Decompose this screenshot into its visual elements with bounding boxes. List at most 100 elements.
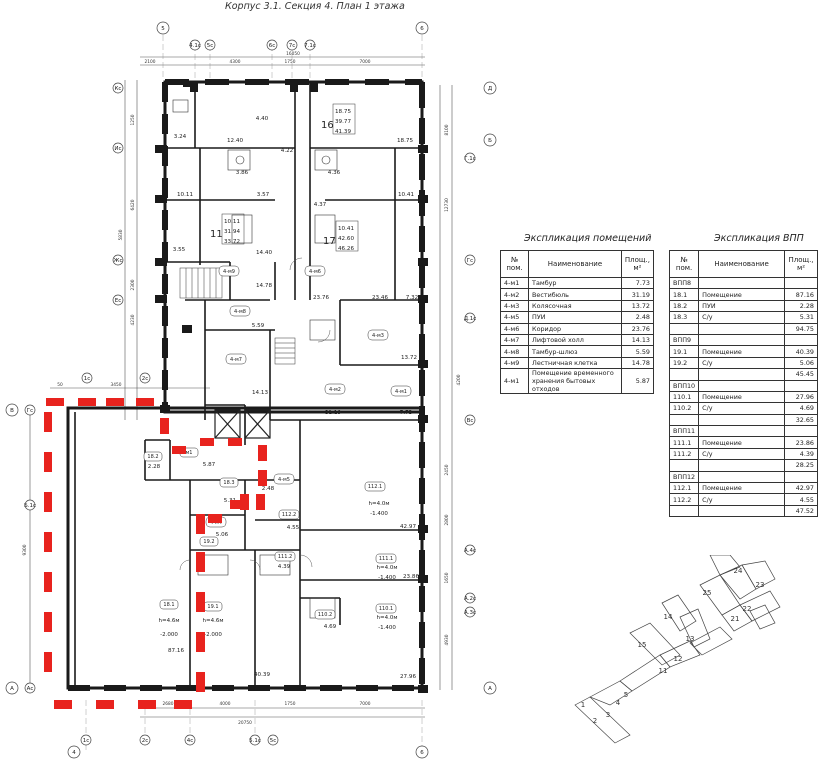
room-tags: 4-м9 4-м6 4-м8 4-м3 4-м7 4-м2 4-м1 4-м5 … xyxy=(143,265,412,620)
svg-text:h=4.0м: h=4.0м xyxy=(369,501,390,507)
group-row: ВПП9 xyxy=(668,333,818,347)
svg-text:А.3с: А.3с xyxy=(464,610,476,616)
svg-text:23.86: 23.86 xyxy=(403,574,419,580)
svg-text:9300: 9300 xyxy=(22,544,28,555)
svg-text:4000: 4000 xyxy=(220,701,231,707)
svg-text:5.59: 5.59 xyxy=(252,323,265,329)
svg-text:42.60: 42.60 xyxy=(338,236,354,242)
svg-text:3450: 3450 xyxy=(111,382,122,388)
svg-text:Вс: Вс xyxy=(467,418,474,424)
rooms-table-title: Экспликация помещений xyxy=(524,233,652,244)
svg-text:4.1с: 4.1с xyxy=(189,43,201,49)
svg-text:4-м9: 4-м9 xyxy=(223,269,235,275)
svg-text:11: 11 xyxy=(210,229,223,240)
svg-text:21: 21 xyxy=(731,615,740,623)
svg-text:41.39: 41.39 xyxy=(335,129,351,135)
svg-text:23.46: 23.46 xyxy=(372,295,388,301)
svg-text:5.87: 5.87 xyxy=(203,462,216,468)
svg-text:16: 16 xyxy=(321,120,334,131)
grid-axes xyxy=(85,35,423,750)
svg-text:20750: 20750 xyxy=(238,720,252,726)
svg-text:12: 12 xyxy=(674,655,683,663)
svg-text:4.40: 4.40 xyxy=(256,116,269,122)
svg-text:м1: м1 xyxy=(186,450,193,456)
svg-text:4930: 4930 xyxy=(444,634,450,645)
svg-text:4: 4 xyxy=(616,699,621,707)
svg-text:50: 50 xyxy=(57,382,63,388)
svg-text:4.37: 4.37 xyxy=(314,202,327,208)
lift-shafts xyxy=(214,409,271,439)
svg-text:4-м8: 4-м8 xyxy=(234,309,246,315)
group-row: ВПП10 xyxy=(668,379,818,392)
svg-text:h=4.0м: h=4.0м xyxy=(377,615,398,621)
svg-text:1с: 1с xyxy=(84,376,91,382)
svg-text:19.2: 19.2 xyxy=(203,539,214,545)
svg-text:7000: 7000 xyxy=(360,59,371,65)
svg-text:3: 3 xyxy=(606,711,610,719)
col-header: Наименование xyxy=(528,250,622,278)
svg-text:33.72: 33.72 xyxy=(224,239,240,245)
svg-text:24: 24 xyxy=(734,567,743,575)
svg-text:1750: 1750 xyxy=(285,59,296,65)
total-row: 45.45 xyxy=(668,368,818,381)
svg-text:12.40: 12.40 xyxy=(227,138,243,144)
svg-text:А.4с: А.4с xyxy=(464,548,476,554)
svg-text:4200: 4200 xyxy=(456,374,462,385)
svg-text:-1.400: -1.400 xyxy=(370,511,388,517)
svg-text:Кс: Кс xyxy=(115,86,122,92)
svg-text:19.1: 19.1 xyxy=(207,604,218,610)
svg-text:7с: 7с xyxy=(289,43,296,49)
page-title: Корпус 3.1. Секция 4. План 1 этажа xyxy=(225,1,405,12)
svg-text:10.41: 10.41 xyxy=(398,192,414,198)
svg-text:112.2: 112.2 xyxy=(282,512,296,518)
svg-text:-2.000: -2.000 xyxy=(160,632,178,638)
svg-text:4-м6: 4-м6 xyxy=(309,269,321,275)
svg-text:4-м1: 4-м1 xyxy=(395,389,407,395)
svg-text:7.1с: 7.1с xyxy=(304,43,316,49)
svg-text:18.3: 18.3 xyxy=(223,480,234,486)
svg-text:7000: 7000 xyxy=(360,701,371,707)
total-row: 32.65 xyxy=(668,413,818,427)
svg-text:27.96: 27.96 xyxy=(400,674,416,680)
svg-text:13: 13 xyxy=(686,635,695,643)
svg-text:2100: 2100 xyxy=(145,59,156,65)
svg-text:111.2: 111.2 xyxy=(278,554,292,560)
svg-text:4: 4 xyxy=(72,750,76,756)
dimension-text: 2100 4300 1750 7000 16050 2680 4000 1750… xyxy=(22,51,462,726)
svg-text:6: 6 xyxy=(420,750,424,756)
svg-text:4.69: 4.69 xyxy=(324,624,337,630)
svg-text:3.86: 3.86 xyxy=(236,170,249,176)
svg-text:4-м5: 4-м5 xyxy=(278,477,290,483)
svg-text:5: 5 xyxy=(624,691,628,699)
svg-text:6: 6 xyxy=(420,26,424,32)
col-header: № пом. xyxy=(499,250,530,278)
svg-text:Г.1с: Г.1с xyxy=(464,156,476,162)
svg-text:Б.1с: Б.1с xyxy=(24,503,36,509)
svg-text:6с: 6с xyxy=(269,43,276,49)
key-section: 1 xyxy=(581,701,585,709)
svg-text:2680: 2680 xyxy=(163,701,174,707)
svg-text:16050: 16050 xyxy=(286,51,300,57)
svg-text:-2.000: -2.000 xyxy=(204,632,222,638)
highlight-outline xyxy=(44,398,267,709)
svg-text:1750: 1750 xyxy=(285,701,296,707)
svg-text:18.75: 18.75 xyxy=(397,138,413,144)
svg-text:2300: 2300 xyxy=(130,279,136,290)
svg-text:13.72: 13.72 xyxy=(401,355,417,361)
svg-text:7.32: 7.32 xyxy=(406,295,418,301)
svg-text:Гс: Гс xyxy=(27,408,33,414)
svg-text:Д: Д xyxy=(488,86,493,92)
vpp-table-title: Экспликация ВПП xyxy=(714,233,804,244)
svg-text:110.1: 110.1 xyxy=(379,606,393,612)
svg-text:2800: 2800 xyxy=(444,514,450,525)
